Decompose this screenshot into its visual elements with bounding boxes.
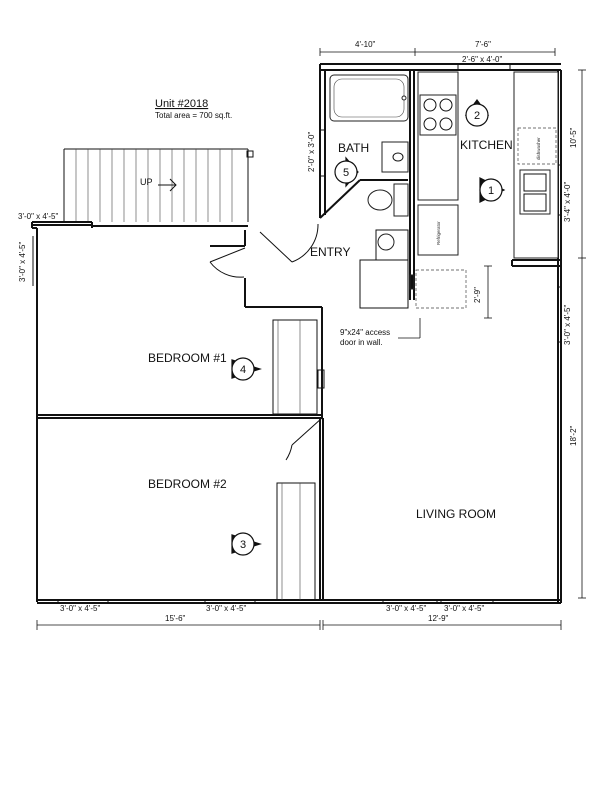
dim-bath-width: 4'-10" (355, 40, 376, 49)
dim-kitchen-depth: 10'-5" (569, 127, 578, 148)
room-labels: BATH KITCHEN ENTRY BEDROOM #1 BEDROOM #2… (148, 138, 513, 521)
view-marker-5: 5 (334, 156, 359, 188)
refrigerator-label: Refrigerator (436, 221, 441, 245)
svg-text:5: 5 (343, 167, 349, 179)
stairs-up-label: UP (140, 177, 153, 187)
room-label-bath: BATH (338, 141, 369, 155)
bath-vanity (381, 141, 409, 173)
view-marker-3: 3 (231, 532, 262, 556)
dimension-lines (36, 48, 586, 630)
unit-title: Unit #2018 (155, 98, 208, 110)
dim-closet-depth: 2'-9" (473, 287, 482, 303)
windows (32, 64, 561, 603)
kitchen-fixtures: Refrigerator dishwasher (409, 71, 557, 309)
dim-living-depth: 18'-2" (569, 425, 578, 446)
dim-right-width: 12'-9" (428, 614, 449, 623)
dim-landing-window: 3'-0" x 4'-5" (18, 212, 58, 221)
view-marker-2: 2 (464, 98, 490, 127)
dim-living-side-window: 3'-0" x 4'-5" (563, 305, 572, 345)
room-label-entry: ENTRY (310, 245, 350, 259)
interior-walls (37, 70, 561, 600)
room-label-bedroom-2: BEDROOM #2 (148, 477, 227, 491)
svg-text:1: 1 (488, 185, 494, 197)
view-marker-1: 1 (479, 177, 506, 203)
doors (209, 223, 323, 461)
closets (272, 229, 409, 601)
kitchen-sink (519, 169, 551, 215)
toilet (367, 189, 393, 211)
bathtub (329, 74, 409, 122)
exterior-walls (31, 63, 562, 604)
dim-kitchen-width: 7'-6" (475, 40, 491, 49)
room-label-living: LIVING ROOM (416, 507, 496, 521)
dim-living-window-b: 3'-0" x 4'-5" (444, 604, 484, 613)
access-door-note-line1: 9"x24" access (340, 328, 390, 337)
dim-kitchen-window: 2'-6" x 4'-0" (462, 55, 502, 64)
view-marker-4: 4 (231, 357, 262, 381)
dim-living-window-a: 3'-0" x 4'-5" (386, 604, 426, 613)
access-door-note-line2: door in wall. (340, 338, 383, 347)
dim-left-width: 15'-6" (165, 614, 186, 623)
dimension-labels: 4'-10" 7'-6" 2'-6" x 4'-0" 2'-0" x 3'-0"… (18, 40, 578, 623)
svg-text:4: 4 (240, 364, 246, 376)
stairs: UP (63, 148, 254, 222)
svg-text:2: 2 (474, 110, 480, 122)
room-label-kitchen: KITCHEN (460, 138, 513, 152)
dishwasher-label: dishwasher (536, 137, 541, 160)
bath-fixtures (329, 74, 409, 251)
dim-bath-window: 2'-0" x 3'-0" (307, 132, 316, 172)
refrigerator (417, 204, 459, 256)
dim-left-window: 3'-0" x 4'-5" (18, 242, 27, 282)
room-label-bedroom-1: BEDROOM #1 (148, 351, 227, 365)
total-area: Total area = 700 sq.ft. (155, 111, 232, 120)
svg-text:3: 3 (240, 539, 246, 551)
dim-bedroom2-window-b: 3'-0" x 4'-5" (206, 604, 246, 613)
dim-bedroom2-window-a: 3'-0" x 4'-5" (60, 604, 100, 613)
dim-kitchen-side-window: 3'-4" x 4'-0" (563, 182, 572, 222)
